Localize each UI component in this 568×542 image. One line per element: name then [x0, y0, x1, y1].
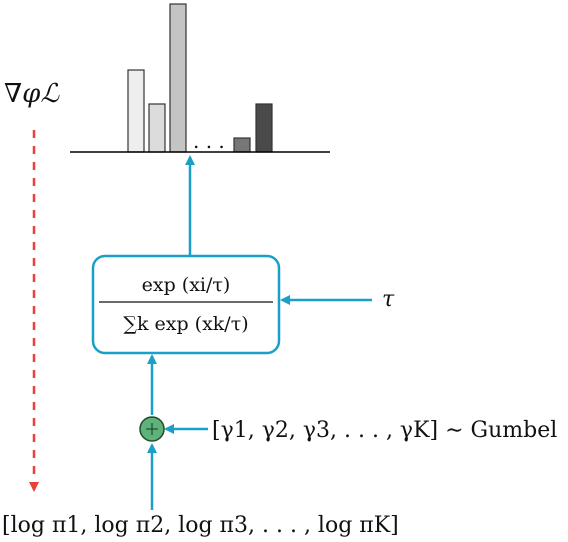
- histogram-bars: [127, 3, 273, 153]
- gradient-label: ∇φℒ: [4, 79, 60, 109]
- histogram-bar: [127, 69, 145, 153]
- softmax-box: exp (xi/τ) ∑k exp (xk/τ): [91, 254, 281, 355]
- gumbel-label: [γ1, γ2, γ3, . . . , γK] ∼ Gumbel: [212, 418, 557, 443]
- histogram-bar: [255, 103, 273, 153]
- histogram-bar: [169, 3, 187, 153]
- output-histogram: . . .: [70, 3, 330, 153]
- histogram-bar: [233, 137, 251, 153]
- histogram-bar: [148, 103, 166, 153]
- histogram-ellipsis: . . .: [193, 129, 225, 153]
- temperature-label: τ: [382, 287, 395, 312]
- softmax-numerator: exp (xi/τ): [142, 274, 231, 296]
- plus-circle-icon: [139, 416, 165, 442]
- softmax-denominator: ∑k exp (xk/τ): [123, 313, 248, 335]
- log-probs-label: [log π1, log π2, log π3, . . . , log πK]: [2, 513, 399, 538]
